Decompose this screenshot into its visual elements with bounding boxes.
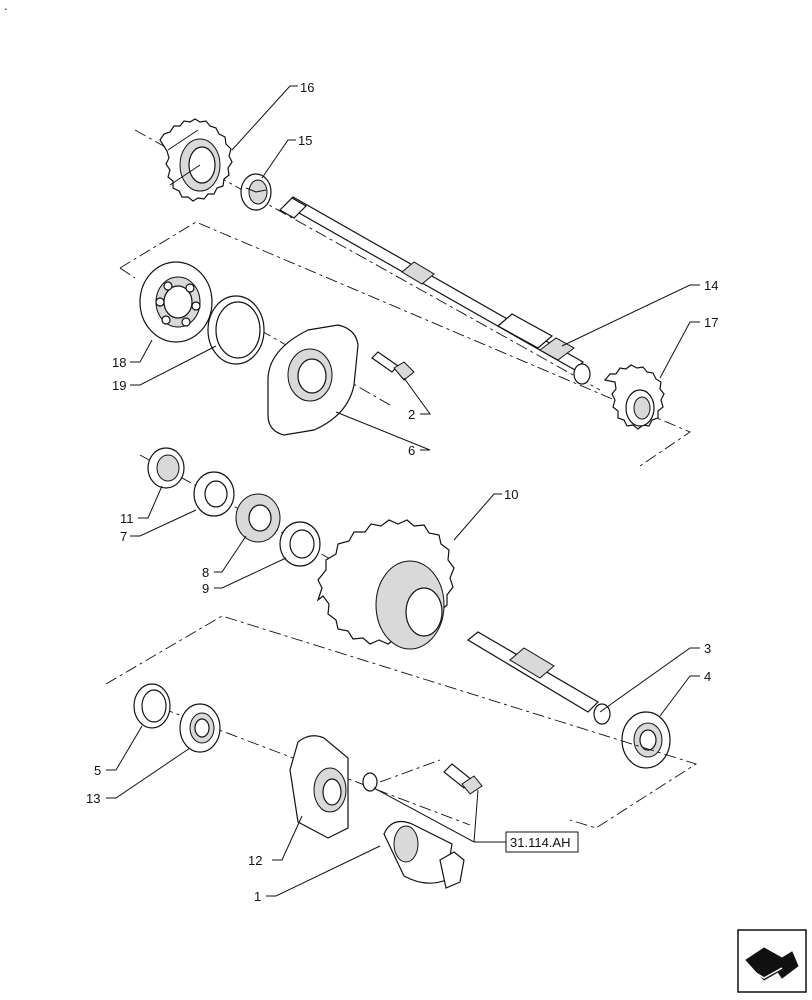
callout-9: 9 xyxy=(202,581,209,596)
shim-19 xyxy=(207,295,265,365)
bolt-2 xyxy=(371,351,415,381)
bearing-13 xyxy=(179,703,221,753)
callout-labels: 16 15 14 17 18 19 2 6 11 7 8 9 10 3 4 5 … xyxy=(86,80,718,904)
sensor-1 xyxy=(383,821,465,889)
callout-11: 11 xyxy=(120,511,134,526)
callout-3: 3 xyxy=(704,641,711,656)
callout-16: 16 xyxy=(300,80,314,95)
callout-19: 19 xyxy=(112,378,126,393)
corner-mark: . xyxy=(4,0,8,13)
bearing-4 xyxy=(621,711,671,769)
reference-link-31-114-AH[interactable]: 31.114.AH xyxy=(505,831,579,853)
callout-1: 1 xyxy=(254,889,261,904)
next-page-arrow-icon[interactable] xyxy=(737,929,807,993)
lower-assembly-frame xyxy=(105,615,698,829)
callout-2: 2 xyxy=(408,407,415,422)
callout-14: 14 xyxy=(704,278,718,293)
flange-cover-6 xyxy=(267,324,359,436)
ring-7 xyxy=(193,471,235,517)
callout-10: 10 xyxy=(504,487,518,502)
callout-5: 5 xyxy=(94,763,101,778)
callout-8: 8 xyxy=(202,565,209,580)
leader-lines xyxy=(106,85,700,897)
needle-bearing-11 xyxy=(147,447,185,489)
housing-12 xyxy=(289,735,349,839)
bolt-lower xyxy=(443,763,483,795)
snap-ring-5 xyxy=(133,683,171,729)
callout-6: 6 xyxy=(408,443,415,458)
shaft-14 xyxy=(279,196,591,385)
reference-text: 31.114.AH xyxy=(510,835,570,850)
middle-axis xyxy=(139,454,421,609)
gear-17 xyxy=(603,364,665,430)
callout-12: 12 xyxy=(248,853,262,868)
callout-4: 4 xyxy=(704,669,711,684)
callout-15: 15 xyxy=(298,133,312,148)
ring-9 xyxy=(279,521,321,567)
callout-13: 13 xyxy=(86,791,100,806)
thrust-washer-8 xyxy=(235,493,281,543)
seal-15 xyxy=(240,173,272,211)
gear-10 xyxy=(316,519,455,650)
gear-16 xyxy=(159,118,233,202)
bearing-18 xyxy=(139,261,213,343)
washer xyxy=(362,772,378,792)
callout-18: 18 xyxy=(112,355,126,370)
callout-17: 17 xyxy=(704,315,718,330)
callout-7: 7 xyxy=(120,529,127,544)
pinion-shaft-3 xyxy=(466,631,611,725)
